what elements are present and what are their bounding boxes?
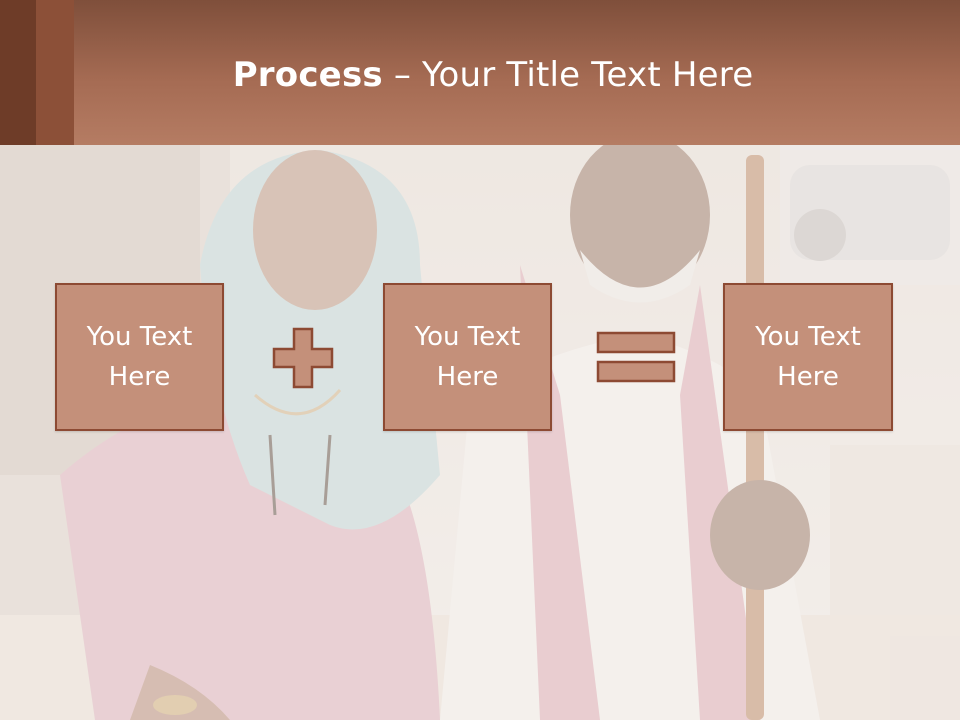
photo-overlay <box>0 145 960 720</box>
banner-accent <box>36 0 74 145</box>
step-1-text: You Text Here <box>86 322 193 392</box>
step-3-text: You Text Here <box>755 322 861 392</box>
slide-title-bold: Process <box>232 55 383 95</box>
plus-icon <box>272 327 334 389</box>
process-step-3[interactable]: You Text Here <box>723 283 893 431</box>
step-2-text: You Text Here <box>414 322 521 392</box>
process-step-2[interactable]: You Text Here <box>383 283 552 431</box>
title-banner: Process – Your Title Text Here <box>0 0 960 145</box>
process-step-1[interactable]: You Text Here <box>55 283 224 431</box>
banner-accent-dark <box>0 0 36 145</box>
slide-title-rest: – Your Title Text Here <box>382 55 754 95</box>
background-photo <box>0 145 960 720</box>
equals-icon <box>596 331 676 385</box>
slide-title[interactable]: Process – Your Title Text Here <box>0 52 960 98</box>
